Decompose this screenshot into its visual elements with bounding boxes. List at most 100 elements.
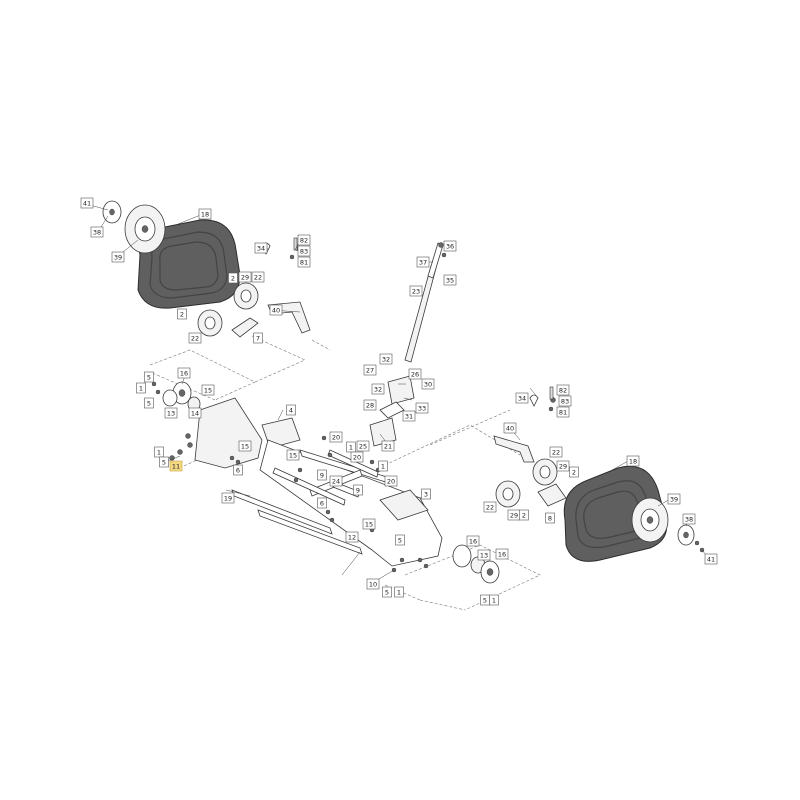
callout-20: 20 — [384, 475, 398, 487]
callout-number: 13 — [167, 410, 175, 418]
callout-5: 5 — [144, 371, 154, 383]
callout-10: 10 — [366, 578, 380, 590]
callout-1: 1 — [394, 586, 404, 598]
callout-number: 2 — [572, 469, 576, 477]
callout-2: 2 — [228, 272, 238, 284]
callout-1: 1 — [346, 441, 356, 453]
callout-number: 16 — [180, 370, 188, 378]
drive-sprocket-right — [631, 497, 669, 543]
callout-number: 1 — [157, 449, 161, 457]
callout-13: 13 — [477, 549, 491, 561]
callout-2: 2 — [177, 308, 187, 320]
callout-number: 38 — [685, 516, 693, 524]
callout-number: 22 — [191, 335, 199, 343]
callout-29: 29 — [238, 271, 252, 283]
callout-number: 20 — [332, 434, 340, 442]
callout-number: 3 — [424, 491, 428, 499]
callout-number: 31 — [405, 413, 413, 421]
chassis-frame — [194, 397, 443, 567]
callout-number: 82 — [300, 237, 308, 245]
callout-number: 37 — [419, 259, 427, 267]
callout-number: 38 — [93, 229, 101, 237]
callout-22: 22 — [251, 271, 265, 283]
callout-29: 29 — [556, 460, 570, 472]
callout-number: 22 — [486, 504, 494, 512]
callout-5: 5 — [159, 456, 169, 468]
callout-number: 20 — [387, 478, 395, 486]
callout-number: 9 — [356, 487, 360, 495]
callout-35: 35 — [443, 274, 457, 286]
tension-arm-right — [493, 435, 567, 507]
callout-38: 38 — [682, 513, 696, 525]
callout-5: 5 — [395, 534, 405, 546]
callout-27: 27 — [363, 364, 377, 376]
callout-number: 29 — [510, 512, 518, 520]
callout-number: 5 — [147, 374, 151, 382]
callout-number: 33 — [418, 405, 426, 413]
callout-37: 37 — [416, 256, 430, 268]
callout-20: 20 — [329, 431, 343, 443]
callout-number: 13 — [480, 552, 488, 560]
callout-82: 82 — [297, 234, 311, 246]
callout-number: 32 — [374, 386, 382, 394]
callout-22: 22 — [188, 332, 202, 344]
callout-14: 14 — [188, 407, 202, 419]
callout-40: 40 — [503, 422, 517, 434]
callout-28: 28 — [363, 399, 377, 411]
callout-number: 20 — [353, 454, 361, 462]
callout-number: 5 — [162, 459, 166, 467]
callout-12: 12 — [345, 531, 359, 543]
callout-9: 9 — [317, 469, 327, 481]
small-bolts-top-left — [261, 237, 300, 260]
callout-83: 83 — [297, 245, 311, 257]
callout-33: 33 — [415, 402, 429, 414]
callout-number: 82 — [559, 387, 567, 395]
callout-24: 24 — [329, 475, 343, 487]
callout-number: 83 — [300, 248, 308, 256]
callout-number: 4 — [289, 407, 293, 415]
callout-23: 23 — [409, 285, 423, 297]
callout-26: 26 — [408, 368, 422, 380]
callout-39: 39 — [111, 251, 125, 263]
callout-4: 4 — [286, 404, 296, 416]
callout-number: 1 — [397, 589, 401, 597]
callout-number: 5 — [398, 537, 402, 545]
callout-2: 2 — [569, 466, 579, 478]
callout-number: 32 — [382, 356, 390, 364]
callout-21: 21 — [381, 440, 395, 452]
gas-spring — [404, 242, 447, 363]
callout-11-highlighted: 11 — [169, 460, 183, 472]
callout-16: 16 — [177, 367, 191, 379]
callout-number: 81 — [559, 409, 567, 417]
callout-15: 15 — [362, 518, 376, 530]
callout-number: 6 — [320, 500, 324, 508]
callout-number: 26 — [411, 371, 419, 379]
callout-40: 40 — [269, 304, 283, 316]
callout-3: 3 — [421, 488, 431, 500]
callout-number: 5 — [483, 597, 487, 605]
callout-number: 5 — [385, 589, 389, 597]
callout-number: 2 — [180, 311, 184, 319]
callout-5: 5 — [382, 586, 392, 598]
callout-number: 15 — [289, 452, 297, 460]
callout-number: 83 — [561, 398, 569, 406]
callout-5: 5 — [144, 397, 154, 409]
callout-number: 18 — [201, 211, 209, 219]
callout-29: 29 — [507, 509, 521, 521]
callout-number: 34 — [518, 395, 526, 403]
callout-number: 2 — [231, 275, 235, 283]
callout-32: 32 — [379, 353, 393, 365]
callout-number: 34 — [257, 245, 265, 253]
washer-stack-right — [452, 544, 500, 584]
callout-number: 30 — [424, 381, 432, 389]
idler-wheels-right — [495, 458, 558, 508]
callout-8: 8 — [545, 512, 555, 524]
callout-7: 7 — [253, 332, 263, 344]
callout-18: 18 — [198, 208, 212, 220]
callout-number: 16 — [498, 551, 506, 559]
callout-13: 13 — [164, 407, 178, 419]
callout-number: 35 — [446, 277, 454, 285]
callout-number: 41 — [707, 556, 715, 564]
